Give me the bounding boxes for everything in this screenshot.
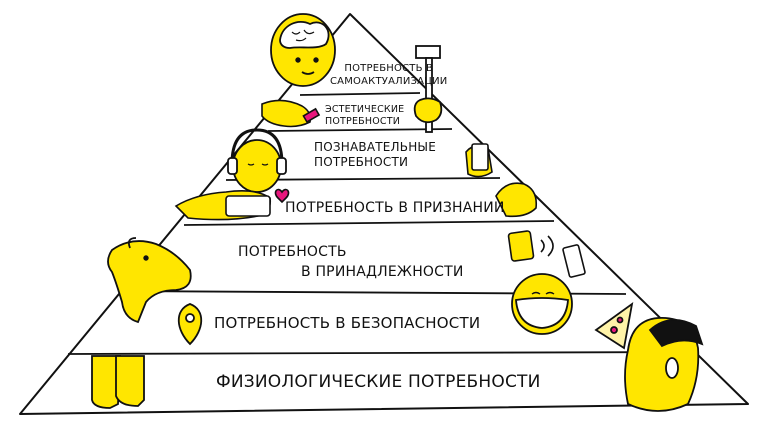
brain-head-icon [270,13,336,87]
heart-icon [274,188,290,204]
level-esteem: ПОТРЕБНОСТЬ В ПРИЗНАНИИ [285,200,505,216]
level-belonging-line1: ПОТРЕБНОСТЬ [238,244,347,260]
hammer-icon [413,45,443,133]
lipstick-icon [261,99,321,128]
legs-icon [91,355,145,409]
pizza-icon [594,301,634,350]
headphones-face-icon [227,128,287,193]
level-safety: ПОТРЕБНОСТЬ В БЕЗОПАСНОСТИ [214,314,481,332]
location-pin-icon [177,303,203,346]
ringing-phone-icon [507,230,586,278]
thumbs-up-icon [495,182,538,218]
level-physiological: ФИЗИОЛОГИЧЕСКИЕ ПОТРЕБНОСТИ [216,372,541,392]
level-aesthetic: ЭСТЕТИЧЕСКИЕ ПОТРЕБНОСТИ [325,104,405,127]
level-belonging-line2: В ПРИНАДЛЕЖНОСТИ [301,264,464,280]
level-cognitive: ПОЗНАВАТЕЛЬНЫЕ ПОТРЕБНОСТИ [314,140,436,169]
dog-icon [107,237,192,324]
hand-phone-heart [174,188,290,221]
screaming-girl-icon [594,301,704,412]
mask-face-icon [511,273,573,335]
phone-icon [465,143,493,178]
level-self-actualization: ПОТРЕБНОСТЬ В САМОАКТУАЛИЗАЦИИ [330,63,448,87]
